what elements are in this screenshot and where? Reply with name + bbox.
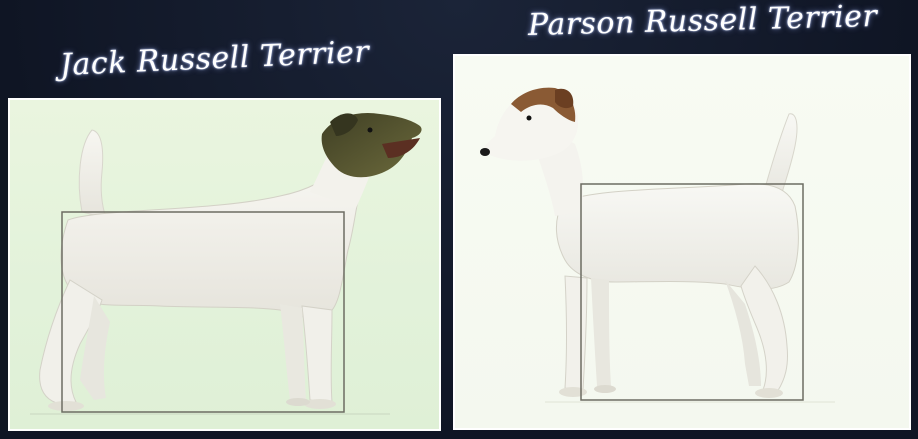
jr-front-leg-far	[280, 304, 306, 400]
pr-body	[556, 184, 798, 289]
pr-front-leg-far	[591, 278, 611, 386]
jr-paw-3	[48, 401, 84, 411]
jr-paw-2	[286, 398, 310, 406]
jack-russell-panel	[8, 98, 441, 431]
parson-russell-panel	[453, 54, 911, 430]
pr-paw-3	[755, 388, 783, 398]
pr-front-leg-near	[565, 276, 587, 390]
jr-tail	[79, 130, 106, 218]
pr-paw-2	[594, 385, 616, 393]
parson-russell-illustration	[455, 56, 909, 428]
jr-eye	[368, 128, 373, 133]
pr-paw-1	[559, 387, 587, 397]
jack-russell-illustration	[10, 100, 439, 429]
pr-nose	[480, 148, 490, 156]
pr-eye	[527, 116, 532, 121]
jack-russell-caption: Jack Russell Terrier	[59, 35, 370, 83]
jr-front-leg-near	[302, 306, 332, 402]
parson-russell-caption: Parson Russell Terrier	[528, 0, 878, 43]
